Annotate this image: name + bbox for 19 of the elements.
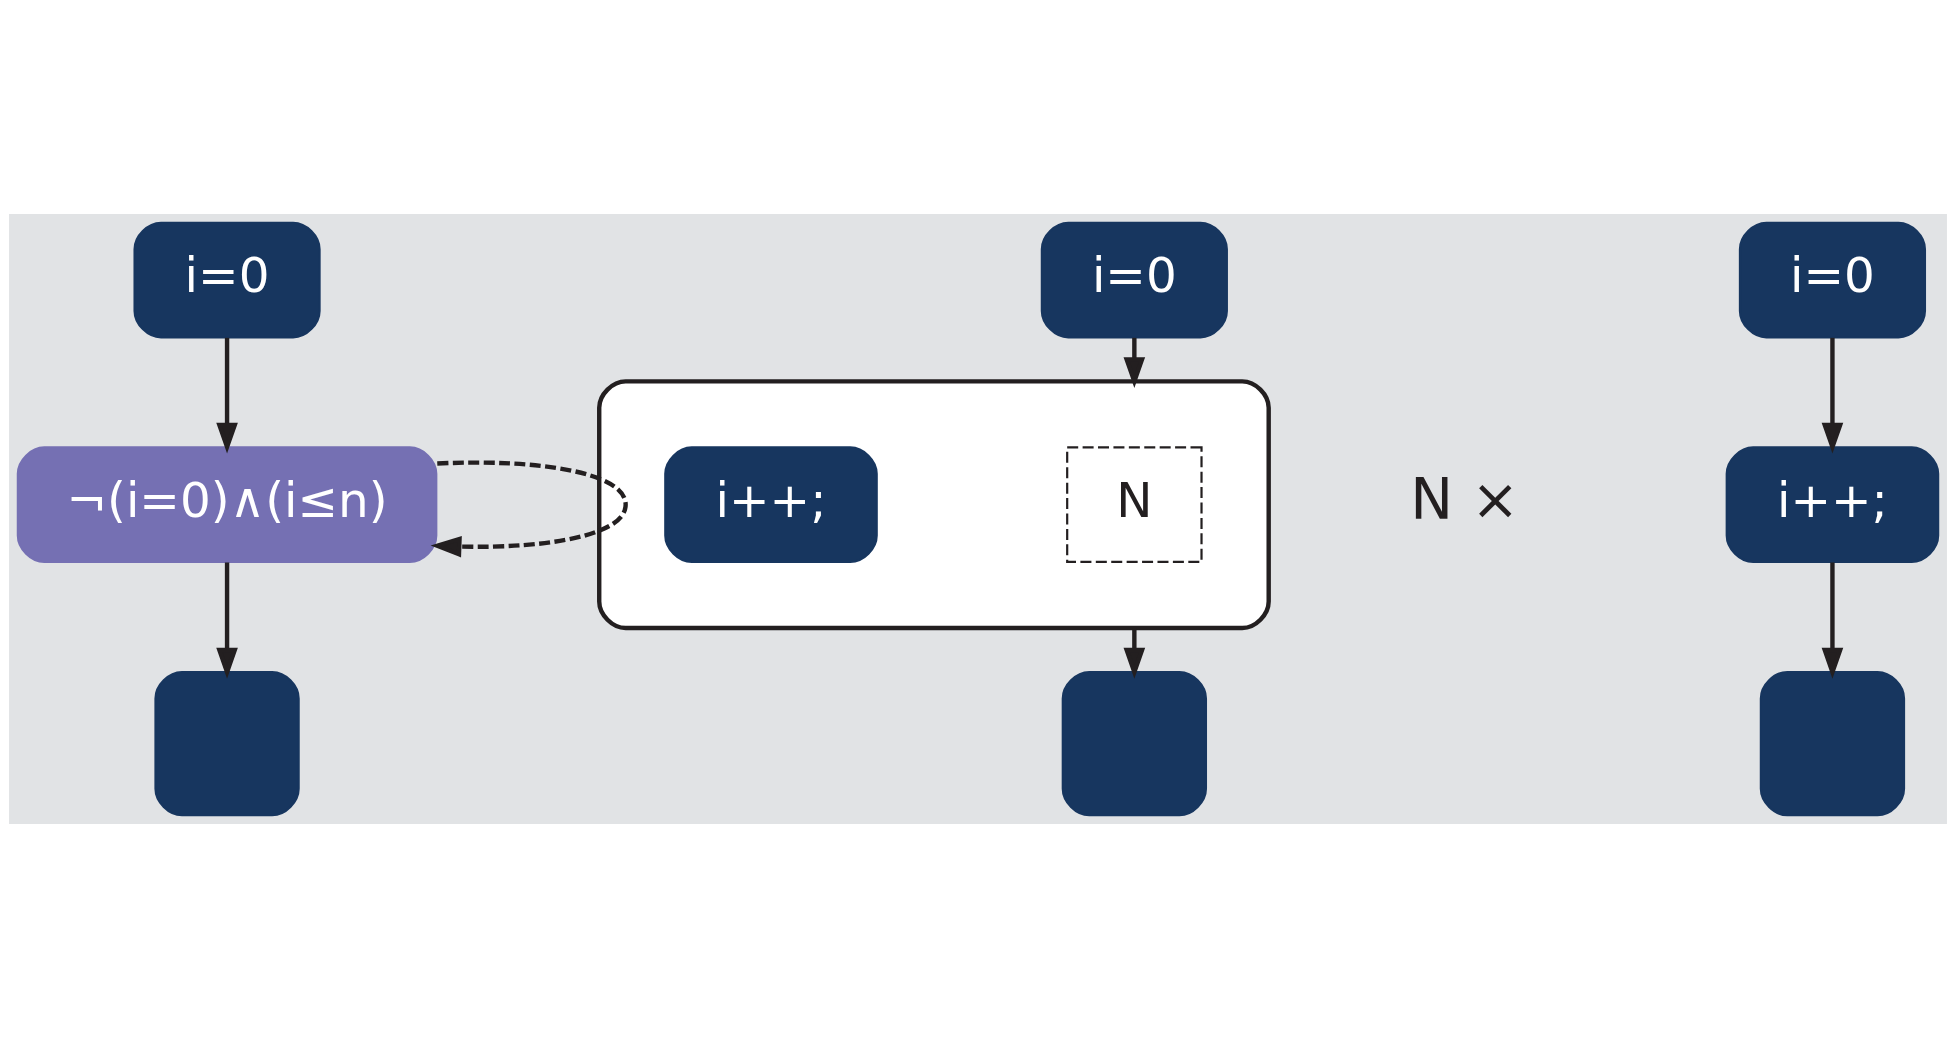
node-box: i++; [664,446,878,564]
node-box [154,670,300,817]
arrow [1123,628,1146,679]
arrow [430,460,628,558]
node-box: i=0 [133,221,321,339]
node-label: N × [1410,465,1520,533]
arrow [1821,337,1844,454]
node-box [1061,670,1207,817]
node-box: i=0 [1040,221,1228,339]
node-box: i=0 [1738,221,1927,339]
arrow [1821,562,1844,679]
node-box: N [1066,446,1203,564]
arrow [1123,337,1146,389]
node-box: ¬(i=0)∧(i≤n) [16,446,438,564]
node-box [1759,670,1906,817]
node-box: i++; [1725,446,1940,564]
arrow [216,337,238,454]
arrow [216,562,238,679]
cluster [597,379,1271,631]
